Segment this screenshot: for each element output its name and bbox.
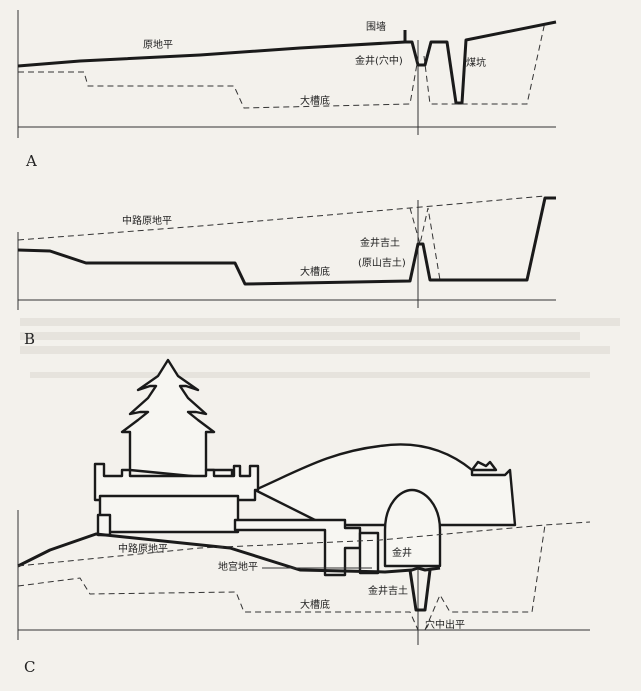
panel-c-letter: C: [24, 658, 35, 676]
background-texture: [20, 318, 620, 378]
label-gold-well-soil: 金井吉土: [360, 236, 400, 249]
tumulus-mound: [253, 443, 517, 527]
passage-gate: [358, 531, 380, 575]
panel-c-gold-well: [408, 569, 432, 612]
label-cave-level: 穴中出平: [425, 618, 465, 631]
panel-b-trench-profile: [17, 196, 556, 286]
panel-c-pit-dashed: [424, 524, 546, 631]
label-big-trench-b: 大槽底: [300, 265, 330, 278]
label-central-original-ground-c: 中路原地平: [118, 542, 168, 555]
panel-c: 中路原地平 地宫地平 金井 金井吉土 大槽底 穴中出平 C: [17, 358, 591, 676]
label-gold-well-c: 金井: [392, 546, 412, 559]
label-big-trench: 大槽底: [300, 94, 330, 107]
label-underground-palace: 地宫地平: [218, 560, 258, 573]
panel-a-trench-line: [18, 57, 419, 109]
underground-palace-dome: [383, 488, 442, 568]
label-central-original-ground: 中路原地平: [122, 214, 172, 227]
panel-b-ground-dashed: [17, 195, 546, 241]
panel-a: 原地平 围墙 金井(穴中) 煤坑 大槽底 A: [17, 10, 557, 170]
main-hall: [93, 462, 260, 502]
pagoda-tower: [120, 358, 234, 482]
hall-lower-wall: [98, 494, 240, 534]
label-coal-pit: 煤坑: [466, 56, 486, 69]
hall-gate: [96, 513, 112, 537]
panel-c-trench-dashed: [17, 577, 419, 631]
label-gold-well: 金井(穴中): [355, 54, 403, 67]
rear-battlement: [470, 460, 498, 472]
panel-b: 中路原地平 金井吉土 (原山吉土) 大槽底 B: [17, 195, 556, 348]
panel-a-ground-line: [17, 20, 557, 105]
panel-c-grade-dashed: [17, 521, 591, 567]
label-big-trench-c: 大槽底: [300, 598, 330, 611]
panel-b-letter: B: [24, 330, 35, 348]
label-original-ground: 原地平: [143, 38, 173, 51]
panel-a-trench-right: [423, 21, 546, 105]
label-gold-well-soil-c: 金井吉土: [368, 584, 408, 597]
label-enclosure: 围墙: [366, 20, 386, 33]
panel-c-terrain: [17, 532, 441, 574]
label-mountain-soil: (原山吉土): [358, 256, 406, 269]
panel-a-letter: A: [25, 152, 37, 170]
panel-b-well-dashed: [409, 207, 441, 281]
